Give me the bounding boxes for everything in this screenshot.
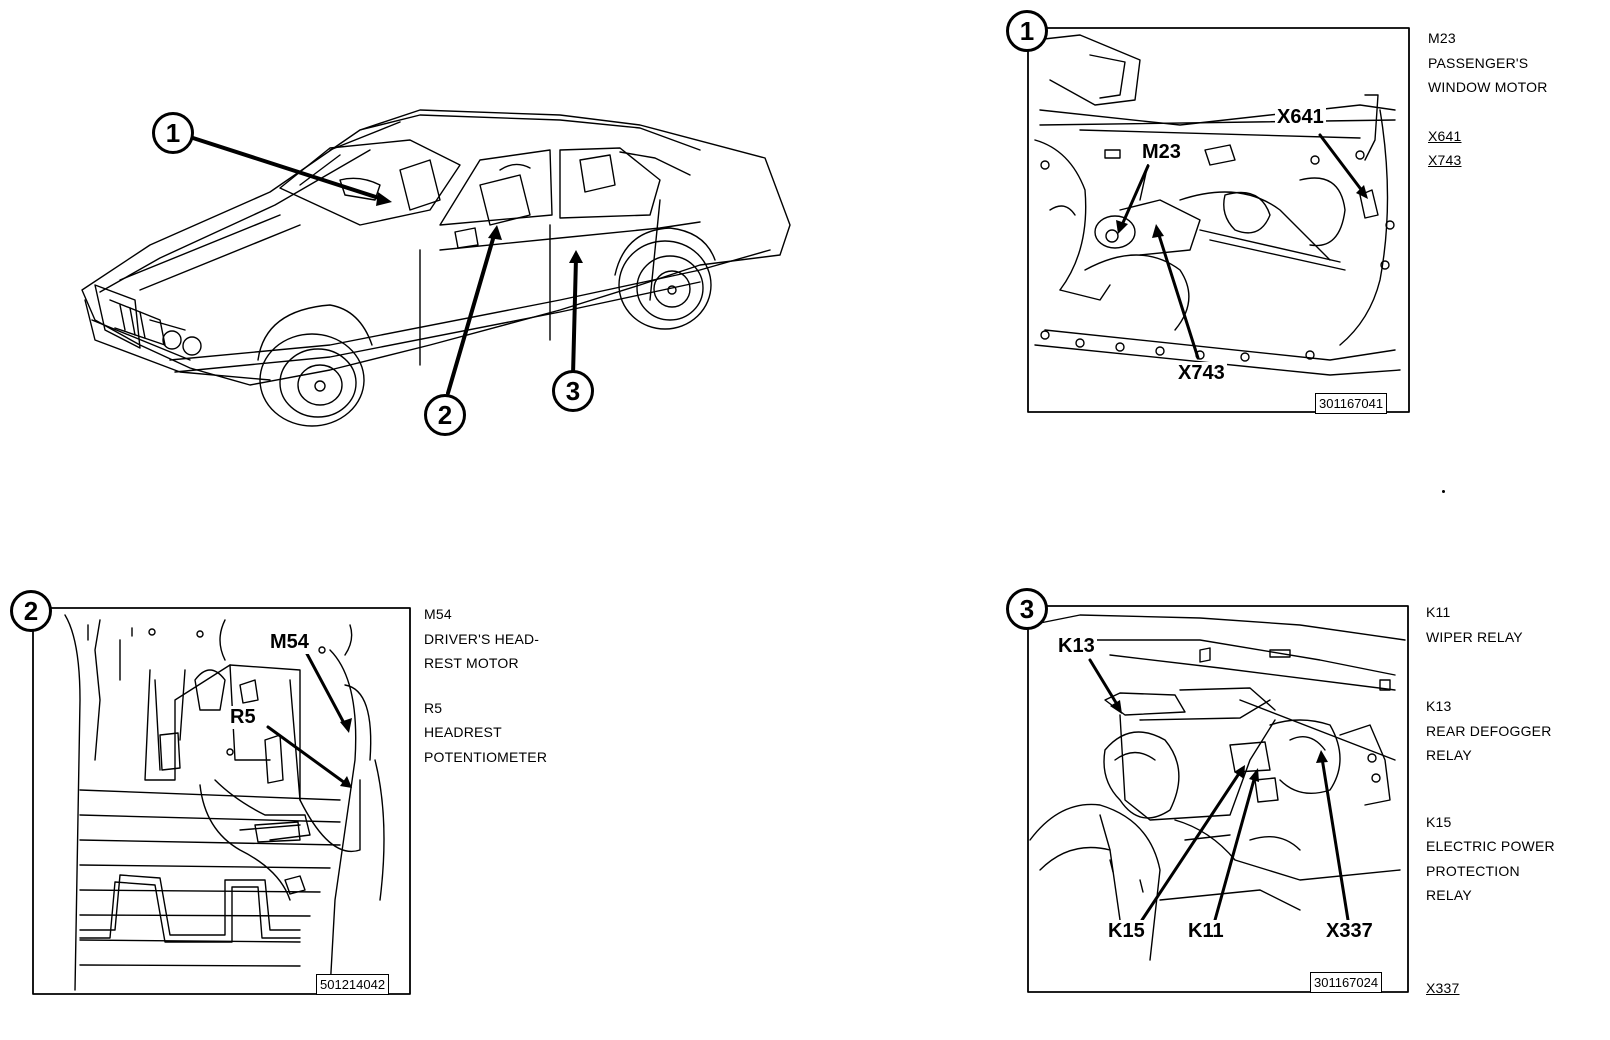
panel3-caption-k15-line-2: PROTECTION xyxy=(1426,862,1520,879)
panel3-caption-k13-line-1: REAR DEFOGGER xyxy=(1426,722,1552,739)
panel3-label-k11: K11 xyxy=(1186,920,1226,943)
panel3-label-k13: K13 xyxy=(1056,635,1097,658)
panel2-caption: M54 DRIVER'S HEAD- REST MOTOR R5 HEADRES… xyxy=(424,602,547,769)
panel1-label-x641: X641 xyxy=(1275,106,1326,129)
panel2-caption-r5-line-2: POTENTIOMETER xyxy=(424,748,548,765)
panel1-caption: M23 PASSENGER'S WINDOW MOTOR X641 X743 xyxy=(1428,26,1548,173)
panel1-caption-connector-x641: X641 xyxy=(1428,127,1462,144)
panel1-caption-name-line-2: WINDOW MOTOR xyxy=(1428,79,1548,95)
panel3-caption-k13-line-2: RELAY xyxy=(1426,747,1472,763)
panel1-number: 1 xyxy=(1006,10,1048,52)
panel1-caption-code: M23 xyxy=(1428,30,1456,46)
panel3-caption-k11-line-1: WIPER RELAY xyxy=(1426,628,1523,645)
panel3-caption-k11-code: K11 xyxy=(1426,604,1451,620)
panel3-caption: K11 WIPER RELAY K13 REAR DEFOGGER RELAY … xyxy=(1426,600,1555,908)
panel3-label-k15: K15 xyxy=(1106,920,1147,943)
panel2-arrowheads xyxy=(340,718,352,788)
panel1-drawing xyxy=(1034,34,1401,376)
panel3-label-x337: X337 xyxy=(1324,920,1375,943)
panel3-caption-connector: X337 xyxy=(1426,976,1460,1001)
panel3-arrowheads xyxy=(1110,700,1328,782)
panel3-figure-id: 301167024 xyxy=(1310,972,1383,993)
panel3-caption-k13-code: K13 xyxy=(1426,698,1452,714)
panel1-figure-id: 301167041 xyxy=(1315,393,1388,414)
car-illustration xyxy=(81,109,791,427)
panel3-caption-k15-line-3: RELAY xyxy=(1426,887,1472,903)
panel1-frame xyxy=(1027,27,1410,413)
panel3-caption-connector-x337: X337 xyxy=(1426,980,1460,996)
panel2-frame xyxy=(32,607,411,995)
panel2-figure-id: 501214042 xyxy=(316,974,390,995)
panel3-caption-k15-line-1: ELECTRIC POWER xyxy=(1426,838,1555,854)
panel2-leaders xyxy=(266,650,347,785)
panel2-drawing xyxy=(64,614,385,991)
panel1-leaders xyxy=(1120,133,1365,360)
panel1-caption-connector-x743: X743 xyxy=(1428,152,1462,168)
panel2-caption-r5-line-1: HEADREST xyxy=(424,724,502,740)
overview-callout-3: 3 xyxy=(552,370,594,412)
panel3-caption-k15-code: K15 xyxy=(1426,813,1452,830)
panel1-label-x743: X743 xyxy=(1176,362,1227,385)
panel1-arrowheads xyxy=(1116,185,1368,238)
panel2-number: 2 xyxy=(10,590,52,632)
panel1-label-m23: M23 xyxy=(1140,141,1183,164)
panel2-caption-r5-code: R5 xyxy=(424,699,443,716)
panel3-drawing xyxy=(1029,614,1406,961)
overview-callout-1: 1 xyxy=(152,112,194,154)
panel1-caption-name-line-1: PASSENGER'S xyxy=(1428,54,1529,71)
panel3-leaders xyxy=(1088,658,1350,922)
panel2-label-r5: R5 xyxy=(228,706,258,729)
panel2-label-m54: M54 xyxy=(268,631,311,654)
panel2-caption-m54-line-1: DRIVER'S HEAD- xyxy=(424,630,540,647)
stray-dot xyxy=(1442,490,1445,493)
panel2-caption-m54-code: M54 xyxy=(424,606,452,622)
panel2-caption-m54-line-2: REST MOTOR xyxy=(424,655,519,671)
overview-callout-2: 2 xyxy=(424,394,466,436)
panel3-number: 3 xyxy=(1006,588,1048,630)
overview-arrowheads xyxy=(376,192,583,263)
panel3-frame xyxy=(1027,605,1409,993)
overview-leaders xyxy=(191,136,578,395)
